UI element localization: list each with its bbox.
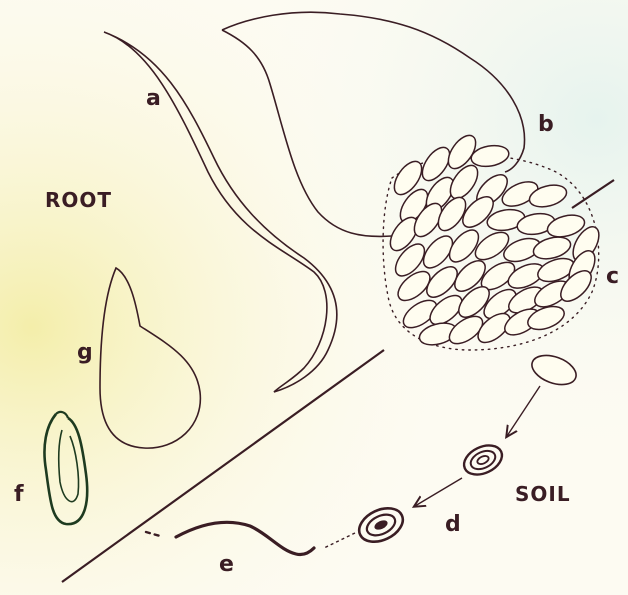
label-root: ROOT [45, 190, 112, 210]
label-soil: SOIL [515, 484, 571, 504]
label-a: a [146, 88, 161, 110]
label-c: c [606, 266, 619, 288]
label-f: f [14, 484, 24, 506]
label-e: e [219, 554, 234, 576]
label-d: d [445, 514, 461, 536]
label-g: g [77, 342, 93, 364]
label-b: b [538, 114, 554, 136]
